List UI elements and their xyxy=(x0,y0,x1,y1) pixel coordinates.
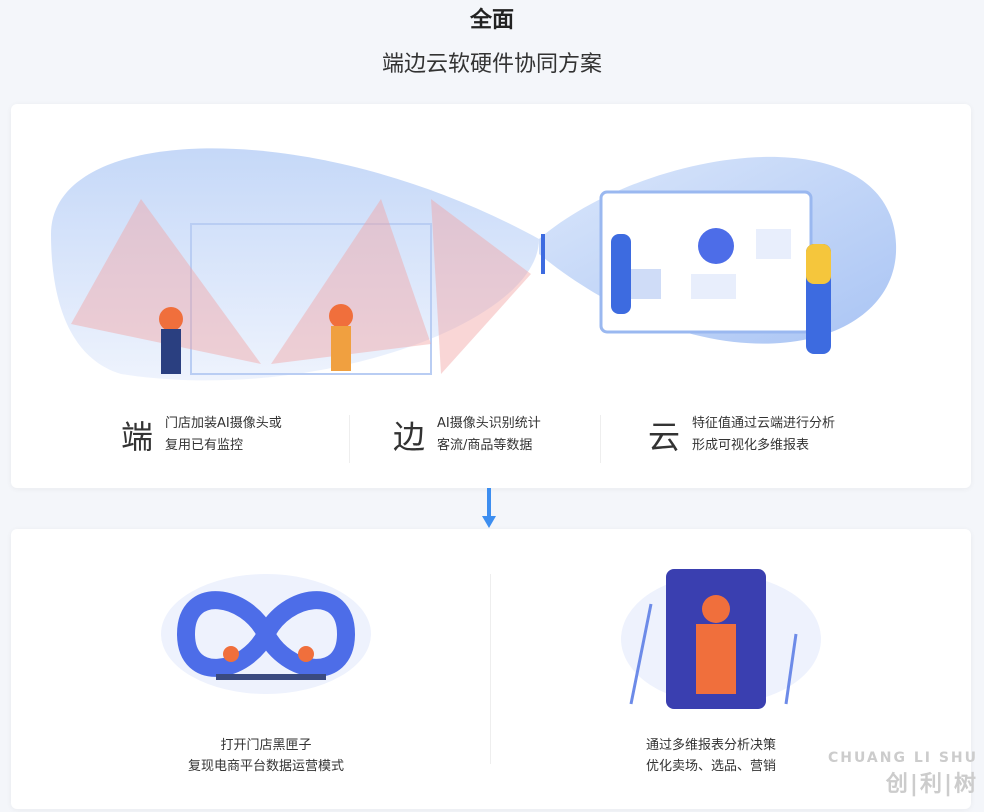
outcome-line: 复现电商平台数据运营模式 xyxy=(187,759,344,774)
infinity-illustration xyxy=(51,148,897,381)
outcome-line: 打开门店黑匣子 xyxy=(220,738,312,753)
feature-edge: 边 AI摄像头识别统计客流/商品等数据 xyxy=(393,412,541,458)
team-illustration xyxy=(161,574,371,694)
watermark: CHUANG LI SHU 创|利|树 xyxy=(828,750,978,798)
feature-char: 端 xyxy=(121,418,154,456)
arrow-down-icon xyxy=(482,488,496,528)
feature-line: 客流/商品等数据 xyxy=(437,438,533,453)
divider xyxy=(490,574,491,764)
outcome-card: 打开门店黑匣子复现电商平台数据运营模式 通过多维报表分析决策优化卖场、选品、营销 xyxy=(11,529,971,809)
feature-line: 门店加装AI摄像头或 xyxy=(165,416,282,431)
page-title: 全面 xyxy=(469,8,514,33)
outcome-1: 打开门店黑匣子复现电商平台数据运营模式 xyxy=(151,735,381,777)
outcome-2: 通过多维报表分析决策优化卖场、选品、营销 xyxy=(611,735,811,777)
divider xyxy=(600,415,601,463)
feature-line: 形成可视化多维报表 xyxy=(692,438,810,453)
watermark-en: CHUANG LI SHU xyxy=(827,750,978,766)
watermark-cn: 创|利|树 xyxy=(885,772,978,797)
outcome-line: 优化卖场、选品、营销 xyxy=(645,759,776,774)
analytics-illustration xyxy=(621,569,821,709)
feature-line: 复用已有监控 xyxy=(165,438,244,453)
outcome-line: 通过多维报表分析决策 xyxy=(645,738,776,753)
feature-edge-device: 端 门店加装AI摄像头或复用已有监控 xyxy=(121,412,282,458)
feature-char: 边 xyxy=(393,418,426,456)
page-subtitle: 端边云软硬件协同方案 xyxy=(381,52,602,77)
feature-char: 云 xyxy=(648,418,681,456)
solution-card: 端 门店加装AI摄像头或复用已有监控 边 AI摄像头识别统计客流/商品等数据 云… xyxy=(11,104,971,488)
feature-line: 特征值通过云端进行分析 xyxy=(692,416,836,431)
feature-line: AI摄像头识别统计 xyxy=(437,416,541,431)
divider xyxy=(349,415,350,463)
feature-cloud: 云 特征值通过云端进行分析形成可视化多维报表 xyxy=(648,412,835,458)
